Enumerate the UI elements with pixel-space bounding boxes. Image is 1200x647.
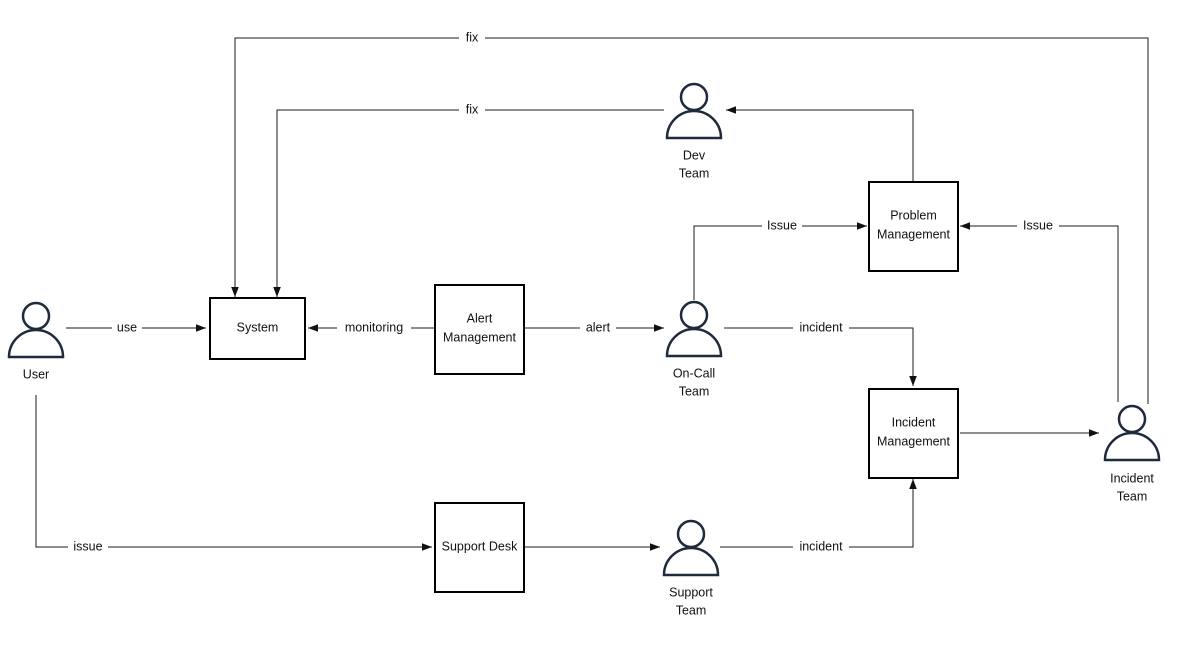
edge-user-to-support-desk: issue (35, 395, 432, 556)
edge-incident-team-to-problem-management: Issue (960, 217, 1119, 402)
actor-incident-team-line2: Team (1117, 489, 1148, 503)
actor-support-team[interactable]: Support Team (662, 519, 720, 617)
node-system[interactable]: System (209, 297, 306, 360)
edge-label-alert: alert (586, 320, 611, 334)
edge-label-monitoring: monitoring (345, 320, 403, 334)
actor-dev-team[interactable]: Dev Team (665, 82, 723, 180)
node-support-desk-label: Support Desk (442, 539, 518, 553)
edge-label-issue-oncall: Issue (767, 218, 797, 232)
actor-support-team-line1: Support (669, 585, 713, 599)
actor-dev-team-line2: Team (679, 166, 710, 180)
edge-label-issue-incident-team: Issue (1023, 218, 1053, 232)
person-icon (7, 301, 65, 359)
edge-label-issue-user: issue (73, 539, 102, 553)
node-alert-management-line1: Alert (467, 311, 493, 325)
person-icon (662, 519, 720, 577)
edge-dev-team-to-system: fix (273, 101, 664, 297)
edge-label-incident-oncall: incident (799, 320, 843, 334)
actor-support-team-line2: Team (676, 603, 707, 617)
edge-alert-to-oncall: alert (525, 319, 664, 337)
edge-oncall-to-incident-management: incident (724, 319, 917, 386)
edge-label-incident-support: incident (799, 539, 843, 553)
actor-dev-team-line1: Dev (683, 148, 706, 162)
actor-on-call-team-line2: Team (679, 384, 710, 398)
edge-problem-management-to-dev-team (726, 106, 914, 181)
edge-incident-team-to-system: fix (231, 29, 1149, 404)
edge-label-fix-incident-team: fix (466, 30, 479, 44)
node-system-label: System (237, 320, 279, 334)
node-problem-management-line1: Problem (890, 208, 937, 222)
actor-incident-team[interactable]: Incident Team (1103, 404, 1161, 503)
edge-label-use: use (117, 320, 137, 334)
actor-user-label: User (23, 367, 49, 381)
node-alert-management[interactable]: Alert Management (434, 284, 525, 375)
actor-on-call-team[interactable]: On-Call Team (665, 300, 723, 398)
node-incident-management[interactable]: Incident Management (868, 388, 959, 479)
edge-alert-to-system: monitoring (308, 319, 434, 337)
person-icon (665, 300, 723, 358)
edge-support-team-to-incident-management: incident (720, 479, 917, 556)
edge-user-to-system: use (66, 319, 206, 337)
edge-label-fix-dev: fix (466, 102, 479, 116)
node-incident-management-line2: Management (877, 434, 950, 448)
person-icon (1103, 404, 1161, 462)
node-alert-management-line2: Management (443, 330, 516, 344)
actor-incident-team-line1: Incident (1110, 471, 1154, 485)
node-problem-management[interactable]: Problem Management (868, 181, 959, 272)
node-problem-management-line2: Management (877, 227, 950, 241)
person-icon (665, 82, 723, 140)
actor-on-call-team-line1: On-Call (673, 366, 715, 380)
node-support-desk[interactable]: Support Desk (434, 502, 525, 593)
node-incident-management-line1: Incident (892, 415, 936, 429)
edge-oncall-to-problem-management: Issue (693, 217, 867, 300)
actor-user[interactable]: User (7, 301, 65, 381)
